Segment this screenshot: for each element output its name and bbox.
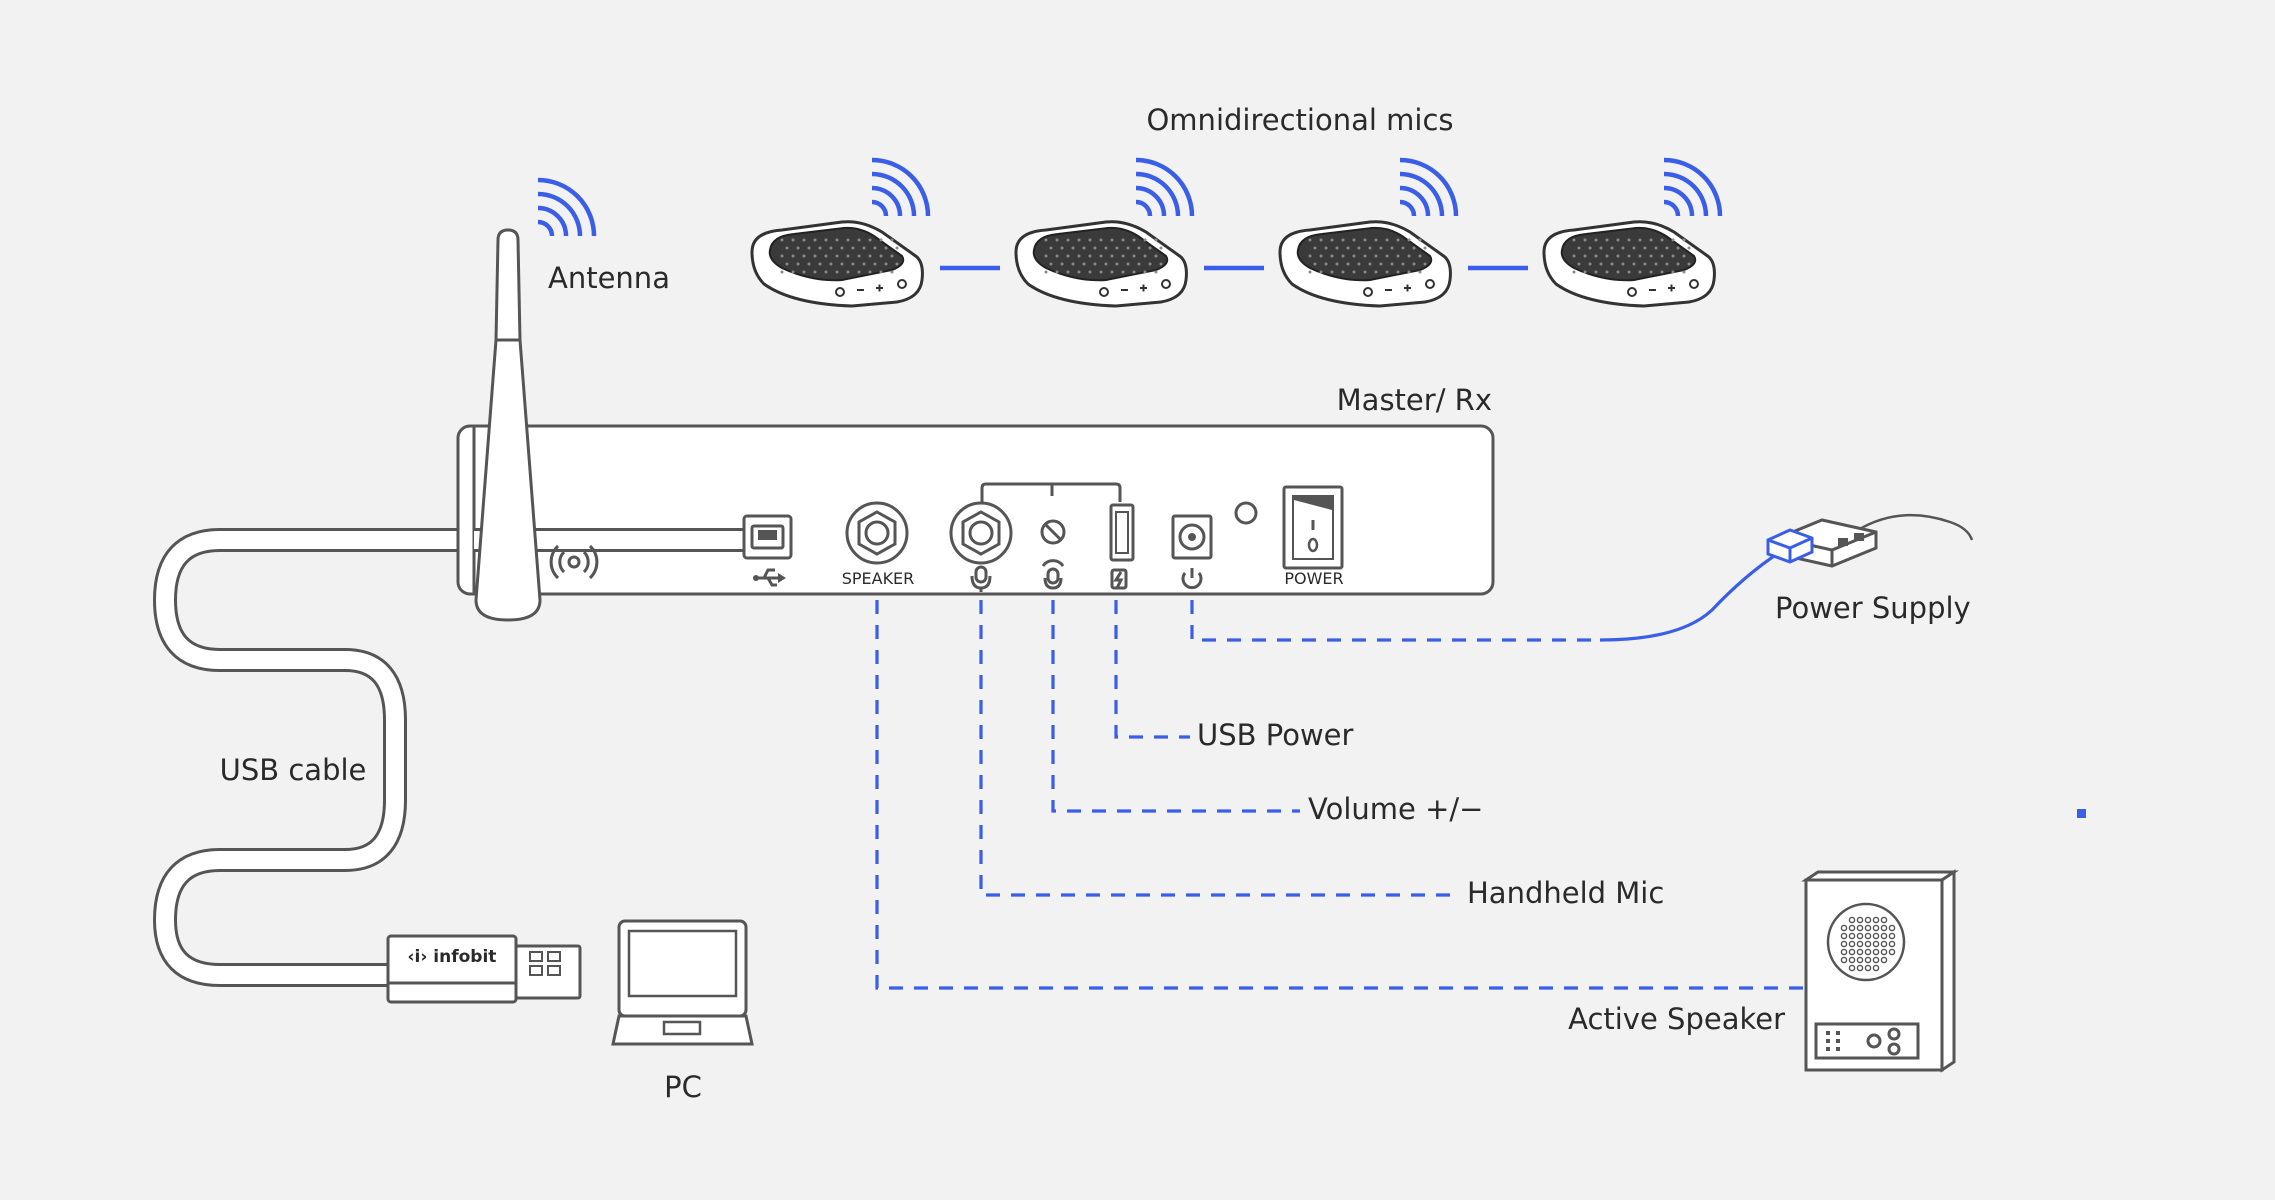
power-switch[interactable] xyxy=(1282,485,1344,570)
wifi-signal-icon xyxy=(1399,157,1459,217)
mics-title: Omnidirectional mics xyxy=(1146,103,1453,137)
usb-power-label: USB Power xyxy=(1197,718,1354,752)
omni-mic xyxy=(750,157,931,308)
speaker-port-label: SPEAKER xyxy=(842,569,915,588)
pc-label: PC xyxy=(664,1070,702,1104)
mics-group xyxy=(750,157,1723,308)
status-led xyxy=(1234,501,1258,525)
pc-laptop xyxy=(611,919,754,1046)
mic-jack[interactable] xyxy=(949,501,1013,565)
microphone-icon xyxy=(970,565,992,592)
power-switch-label: POWER xyxy=(1284,569,1343,588)
omni-mic xyxy=(1278,157,1459,308)
accent-dot xyxy=(2077,809,2086,818)
omni-mic xyxy=(1014,157,1195,308)
antenna-label: Antenna xyxy=(548,261,670,295)
usb-cable-label: USB cable xyxy=(220,753,367,787)
wifi-signal-icon xyxy=(1663,157,1723,217)
master-label: Master/ Rx xyxy=(1337,383,1492,417)
connection-lines xyxy=(875,550,1803,990)
volume-knob[interactable] xyxy=(1040,519,1066,545)
pairing-icon xyxy=(549,544,599,580)
volume-label: Volume +/− xyxy=(1308,792,1483,826)
usb-icon xyxy=(753,568,786,587)
volume-icon xyxy=(1041,559,1065,590)
power-supply-label: Power Supply xyxy=(1775,591,1971,625)
dongle-brand: ‹i› infobit xyxy=(408,947,497,967)
usb-cable xyxy=(153,528,772,987)
dc-power-jack[interactable] xyxy=(1171,514,1213,560)
omni-mic xyxy=(1542,157,1723,308)
speaker-jack[interactable] xyxy=(845,501,909,565)
wifi-signal-icon xyxy=(871,157,931,217)
antenna xyxy=(474,228,542,622)
active-speaker-label: Active Speaker xyxy=(1568,1002,1785,1036)
usb-port[interactable] xyxy=(742,514,793,560)
usb-power-port[interactable] xyxy=(1109,503,1135,562)
usb-power-icon xyxy=(1110,568,1128,590)
usb-dongle xyxy=(386,934,582,1004)
handheld-mic-label: Handheld Mic xyxy=(1467,876,1664,910)
active-speaker xyxy=(1801,869,1959,1073)
antenna-wifi-icon xyxy=(537,177,597,237)
wifi-signal-icon xyxy=(1135,157,1195,217)
power-icon xyxy=(1181,568,1203,590)
power-plug xyxy=(1766,528,1814,564)
